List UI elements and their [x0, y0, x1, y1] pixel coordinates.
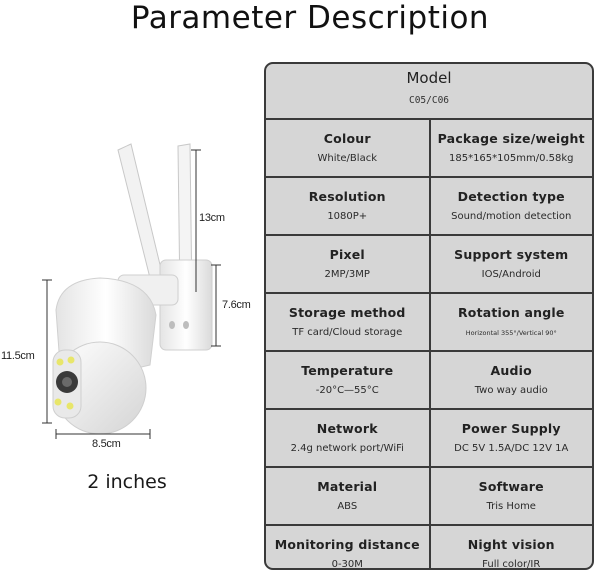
spec-label: Support system — [454, 247, 569, 262]
page-title: Parameter Description — [130, 0, 490, 36]
dimension-lines — [42, 149, 221, 439]
spec-cell: Monitoring distance 0-30M — [266, 526, 431, 570]
spec-value: IOS/Android — [481, 269, 541, 280]
spec-value: White/Black — [317, 153, 377, 164]
spec-label: Network — [316, 421, 378, 436]
spec-label: Detection type — [457, 189, 565, 204]
spec-value: Horizontal 355°/Vertical 90° — [465, 329, 557, 337]
spec-value: Full color/IR — [482, 559, 541, 570]
spec-value: 0-30M — [331, 559, 363, 570]
spec-label: Pixel — [329, 247, 365, 262]
spec-value: 2MP/3MP — [324, 269, 370, 280]
spec-label: Rotation angle — [457, 305, 565, 320]
spec-value: 185*165*105mm/0.58kg — [448, 153, 574, 164]
spec-label: Resolution — [308, 189, 386, 204]
spec-label: Night vision — [467, 537, 555, 552]
spec-value: 1080P+ — [327, 211, 368, 222]
spec-cell: Resolution 1080P+ — [266, 178, 431, 234]
table-row: Storage method TF card/Cloud storage Rota… — [266, 294, 592, 352]
camera-drawing — [42, 143, 221, 439]
spec-label: Temperature — [301, 363, 394, 378]
spec-label: Audio — [490, 363, 532, 378]
spec-value: 2.4g network port/WiFi — [290, 443, 404, 454]
spec-value: ABS — [337, 501, 358, 512]
body-height-label: 11.5cm — [1, 350, 35, 362]
spec-value: TF card/Cloud storage — [292, 327, 403, 338]
spec-cell: Temperature -20°C—55°C — [266, 352, 431, 408]
model-value: C05/C06 — [408, 95, 450, 106]
spec-value: Sound/motion detection — [451, 211, 572, 222]
spec-label: Monitoring distance — [274, 537, 420, 552]
spec-label: Package size/weight — [437, 131, 585, 146]
width-label: 8.5cm — [92, 438, 121, 450]
spec-label: Colour — [323, 131, 371, 146]
spec-value: Tris Home — [486, 501, 536, 512]
model-cell: Model C05/C06 — [266, 64, 592, 120]
spec-cell: Power Supply DC 5V 1.5A/DC 12V 1A — [431, 410, 593, 466]
camera-illustration: 13cm 7.6cm 11.5cm 8.5cm 2 inches — [0, 120, 262, 520]
spec-cell: Network 2.4g network port/WiFi — [266, 410, 431, 466]
spec-value: -20°C—55°C — [315, 385, 379, 396]
spec-label: Storage method — [288, 305, 406, 320]
spec-cell: Storage method TF card/Cloud storage — [266, 294, 431, 350]
spec-label: Material — [317, 479, 378, 494]
table-row: Network 2.4g network port/WiFi Power Supp… — [266, 410, 592, 468]
size-caption: 2 inches — [87, 471, 167, 493]
spec-label: Power Supply — [461, 421, 561, 436]
model-label: Model — [406, 69, 452, 87]
antenna-height-label: 13cm — [199, 212, 225, 224]
spec-label: Software — [478, 479, 544, 494]
camera-dome — [52, 277, 157, 435]
spec-value: DC 5V 1.5A/DC 12V 1A — [454, 443, 569, 454]
spec-cell: Pixel 2MP/3MP — [266, 236, 431, 292]
bracket-height-label: 7.6cm — [222, 299, 251, 311]
spec-cell: Package size/weight 185*165*105mm/0.58kg — [431, 120, 593, 176]
spec-value: Two way audio — [474, 385, 548, 396]
